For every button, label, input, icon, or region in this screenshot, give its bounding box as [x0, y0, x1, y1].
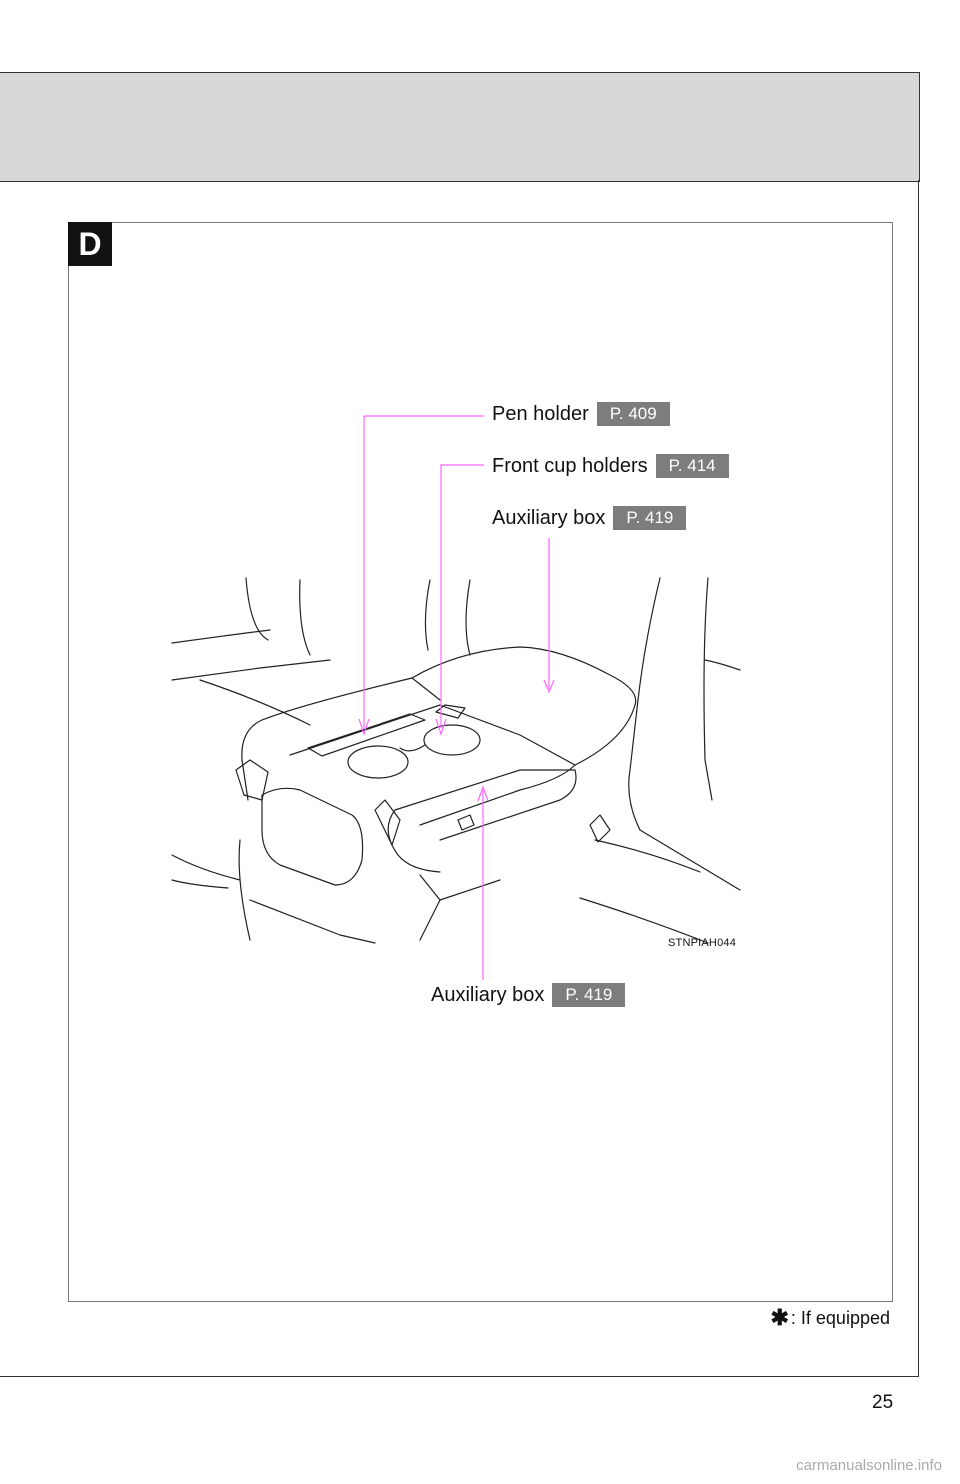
leader-front-cup-holders	[440, 464, 484, 728]
page-frame-line	[0, 1376, 919, 1377]
callout-label: Pen holder	[492, 402, 589, 425]
arrow-auxiliary-box-lower	[477, 785, 489, 802]
watermark: carmanualsonline.info	[796, 1457, 942, 1474]
asterisk-icon: ✱	[770, 1305, 789, 1330]
arrow-auxiliary-box-upper	[543, 679, 555, 694]
page-number: 25	[872, 1392, 894, 1413]
leader-pen-holder	[363, 415, 484, 728]
page-ref-badge[interactable]: P. 419	[613, 506, 687, 530]
callout-front-cup-holders: Front cup holders P. 414	[492, 454, 729, 478]
figure-box	[68, 222, 893, 1302]
header-band	[0, 72, 920, 182]
callout-label: Auxiliary box	[431, 983, 545, 1006]
callout-auxiliary-box-upper: Auxiliary box P. 419	[492, 506, 687, 530]
callout-auxiliary-box-lower: Auxiliary box P. 419	[431, 983, 626, 1007]
footnote: ✱ : If equipped	[770, 1305, 890, 1331]
page-frame-line	[918, 180, 919, 1377]
arrow-pen-holder	[358, 718, 370, 736]
callout-pen-holder: Pen holder P. 409	[492, 402, 670, 426]
footnote-text: : If equipped	[790, 1307, 890, 1328]
page-ref-badge[interactable]: P. 409	[596, 402, 670, 426]
arrow-front-cup-holders	[435, 718, 447, 736]
illustration-code: STNPIAH044	[668, 937, 737, 949]
page-ref-badge[interactable]: P. 419	[552, 983, 626, 1007]
callout-label: Auxiliary box	[492, 506, 606, 529]
callout-label: Front cup holders	[492, 454, 648, 477]
page-ref-badge[interactable]: P. 414	[655, 454, 729, 478]
section-tab: D	[68, 222, 112, 266]
